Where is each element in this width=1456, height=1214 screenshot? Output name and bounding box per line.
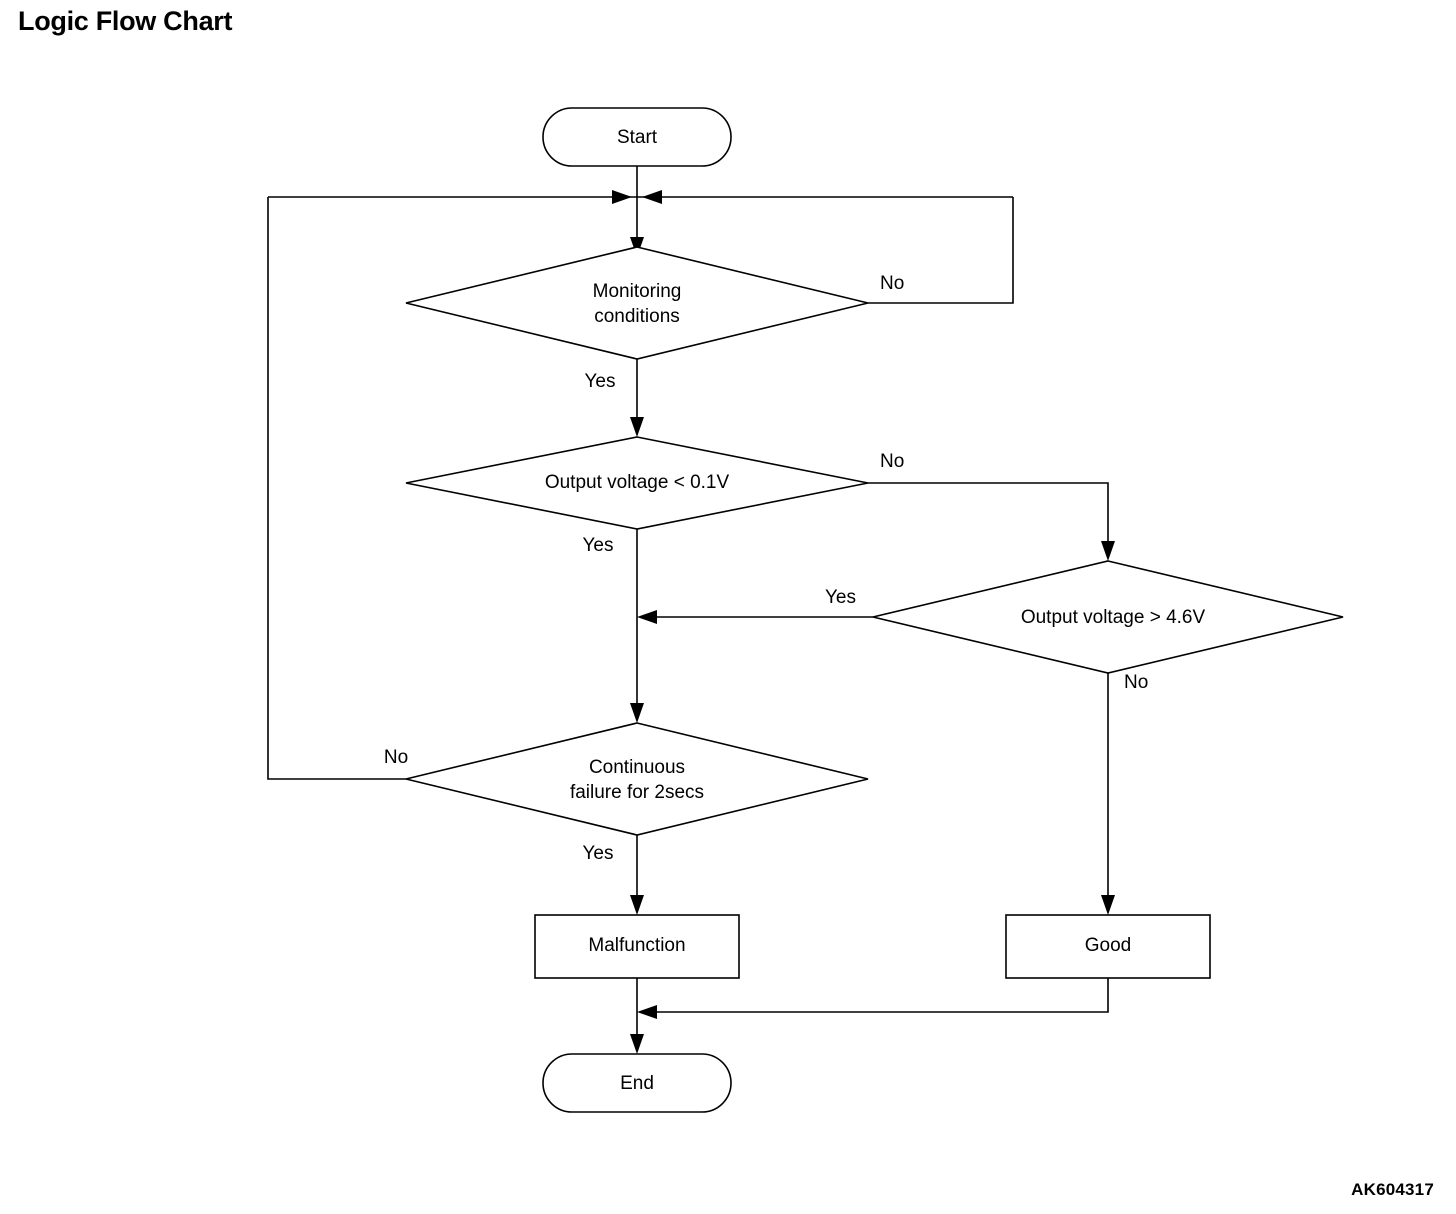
edge-label-vhigh-yes: Yes [825,587,856,608]
arrow-monitoring-yes [630,417,644,437]
arrow-malfunction-to-end [630,1034,644,1054]
node-monitoring-conditions[interactable] [405,246,869,360]
edge-good-to-end [647,978,1109,1013]
node-output-voltage-high-label: Output voltage > 4.6V [1021,607,1206,628]
arrow-loop-right-into-junction [642,190,662,204]
node-start-label: Start [617,127,658,148]
node-continuous-failure-label-line2: failure for 2secs [570,782,704,803]
node-output-voltage-high[interactable] [872,560,1344,674]
edge-vlow-no [868,482,1109,551]
node-output-voltage-low[interactable] [405,436,869,530]
node-continuous-failure-label-line1: Continuous [589,757,685,778]
arrow-vhigh-yes [637,610,657,624]
arrow-vhigh-no [1101,895,1115,915]
figure-code: AK604317 [1351,1180,1434,1199]
edge-label-continuous-yes: Yes [583,843,614,864]
edge-label-monitoring-yes: Yes [585,371,616,392]
edge-label-continuous-no: No [384,747,408,768]
arrow-vlow-yes [630,703,644,723]
edge-label-vlow-no: No [880,451,904,472]
node-end[interactable] [542,1053,732,1113]
arrow-continuous-yes [630,895,644,915]
edge-continuous-no [267,197,406,780]
arrow-good-to-end [637,1005,657,1019]
arrow-vlow-no [1101,541,1115,561]
node-continuous-failure[interactable] [405,722,869,836]
node-monitoring-conditions-label-line1: Monitoring [593,281,682,302]
edge-label-vhigh-no: No [1124,672,1148,693]
edge-label-vlow-yes: Yes [583,535,614,556]
node-good[interactable] [1005,914,1211,979]
node-malfunction[interactable] [534,914,740,979]
edge-label-monitoring-no: No [880,273,904,294]
node-start[interactable] [542,107,732,167]
node-output-voltage-low-label: Output voltage < 0.1V [545,472,730,493]
node-end-label: End [620,1073,654,1094]
node-monitoring-conditions-label-line2: conditions [594,306,680,327]
edge-monitoring-no [868,197,1014,304]
node-malfunction-label: Malfunction [588,935,685,956]
node-good-label: Good [1085,935,1131,956]
arrow-loop-left-into-junction [612,190,632,204]
page-title: Logic Flow Chart [18,6,233,36]
